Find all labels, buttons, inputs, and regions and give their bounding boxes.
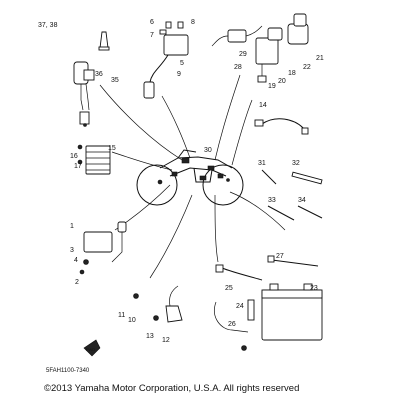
callout-19: 19	[268, 83, 276, 90]
callout-34: 34	[298, 197, 306, 204]
callout-14: 14	[259, 102, 267, 109]
control-unit	[79, 221, 127, 275]
callout-6: 6	[150, 19, 154, 26]
cable-ties	[261, 169, 323, 221]
callout-11: 11	[118, 312, 125, 319]
switch-assembly	[73, 61, 95, 127]
spark-plug-cap	[98, 31, 110, 51]
copyright-text: ©2013 Yamaha Motor Corporation, U.S.A. A…	[44, 383, 299, 394]
motorcycle-outline	[136, 149, 244, 206]
callout-12: 12	[162, 337, 170, 344]
callout-13: 13	[146, 333, 154, 340]
starter-relay	[211, 25, 263, 47]
callout-28: 28	[234, 64, 242, 71]
callout-8: 8	[191, 19, 195, 26]
callout-32: 32	[292, 160, 300, 167]
callout-35: 35	[111, 77, 119, 84]
battery	[214, 283, 323, 351]
cdi-unit	[255, 27, 283, 83]
callout-5: 5	[180, 60, 184, 67]
fwd-label: FWD	[86, 347, 95, 352]
callout-23: 23	[310, 285, 318, 292]
rectifier-regulator	[77, 144, 111, 175]
sensor-assembly	[133, 285, 183, 323]
callout-9: 9	[177, 71, 181, 78]
callout-4: 4	[74, 257, 78, 264]
callout-29: 29	[239, 51, 247, 58]
callout-3: 3	[70, 247, 74, 254]
leader-lines	[99, 74, 286, 279]
callout-18: 18	[288, 70, 296, 77]
callout-21: 21	[316, 55, 324, 62]
callout-1: 1	[70, 223, 74, 230]
wire-lead	[254, 118, 309, 135]
callout-25: 25	[225, 285, 233, 292]
callout-24: 24	[236, 303, 244, 310]
callout-20: 20	[278, 78, 286, 85]
callout-30: 30	[204, 147, 212, 154]
callout-labels: 37, 38 36 35 6 8 7 5 9 29 28 18 20 19 21…	[38, 19, 324, 344]
relay-unit	[287, 13, 309, 45]
ignition-coil	[143, 21, 189, 99]
callout-33: 33	[268, 197, 276, 204]
callout-2: 2	[75, 279, 79, 286]
callout-37-38: 37, 38	[38, 22, 58, 29]
battery-leads	[215, 255, 319, 281]
callout-31: 31	[258, 160, 266, 167]
callout-27: 27	[276, 253, 284, 260]
callout-26: 26	[228, 321, 236, 328]
callout-16: 16	[70, 153, 78, 160]
figure-code: 5FAH1100-7340	[46, 368, 90, 374]
callout-22: 22	[303, 64, 311, 71]
callout-7: 7	[150, 32, 154, 39]
forward-direction-indicator: FWD	[83, 339, 101, 357]
callout-17: 17	[74, 163, 82, 170]
callout-10: 10	[128, 317, 136, 324]
callout-15: 15	[108, 145, 116, 152]
callout-36: 36	[95, 71, 103, 78]
